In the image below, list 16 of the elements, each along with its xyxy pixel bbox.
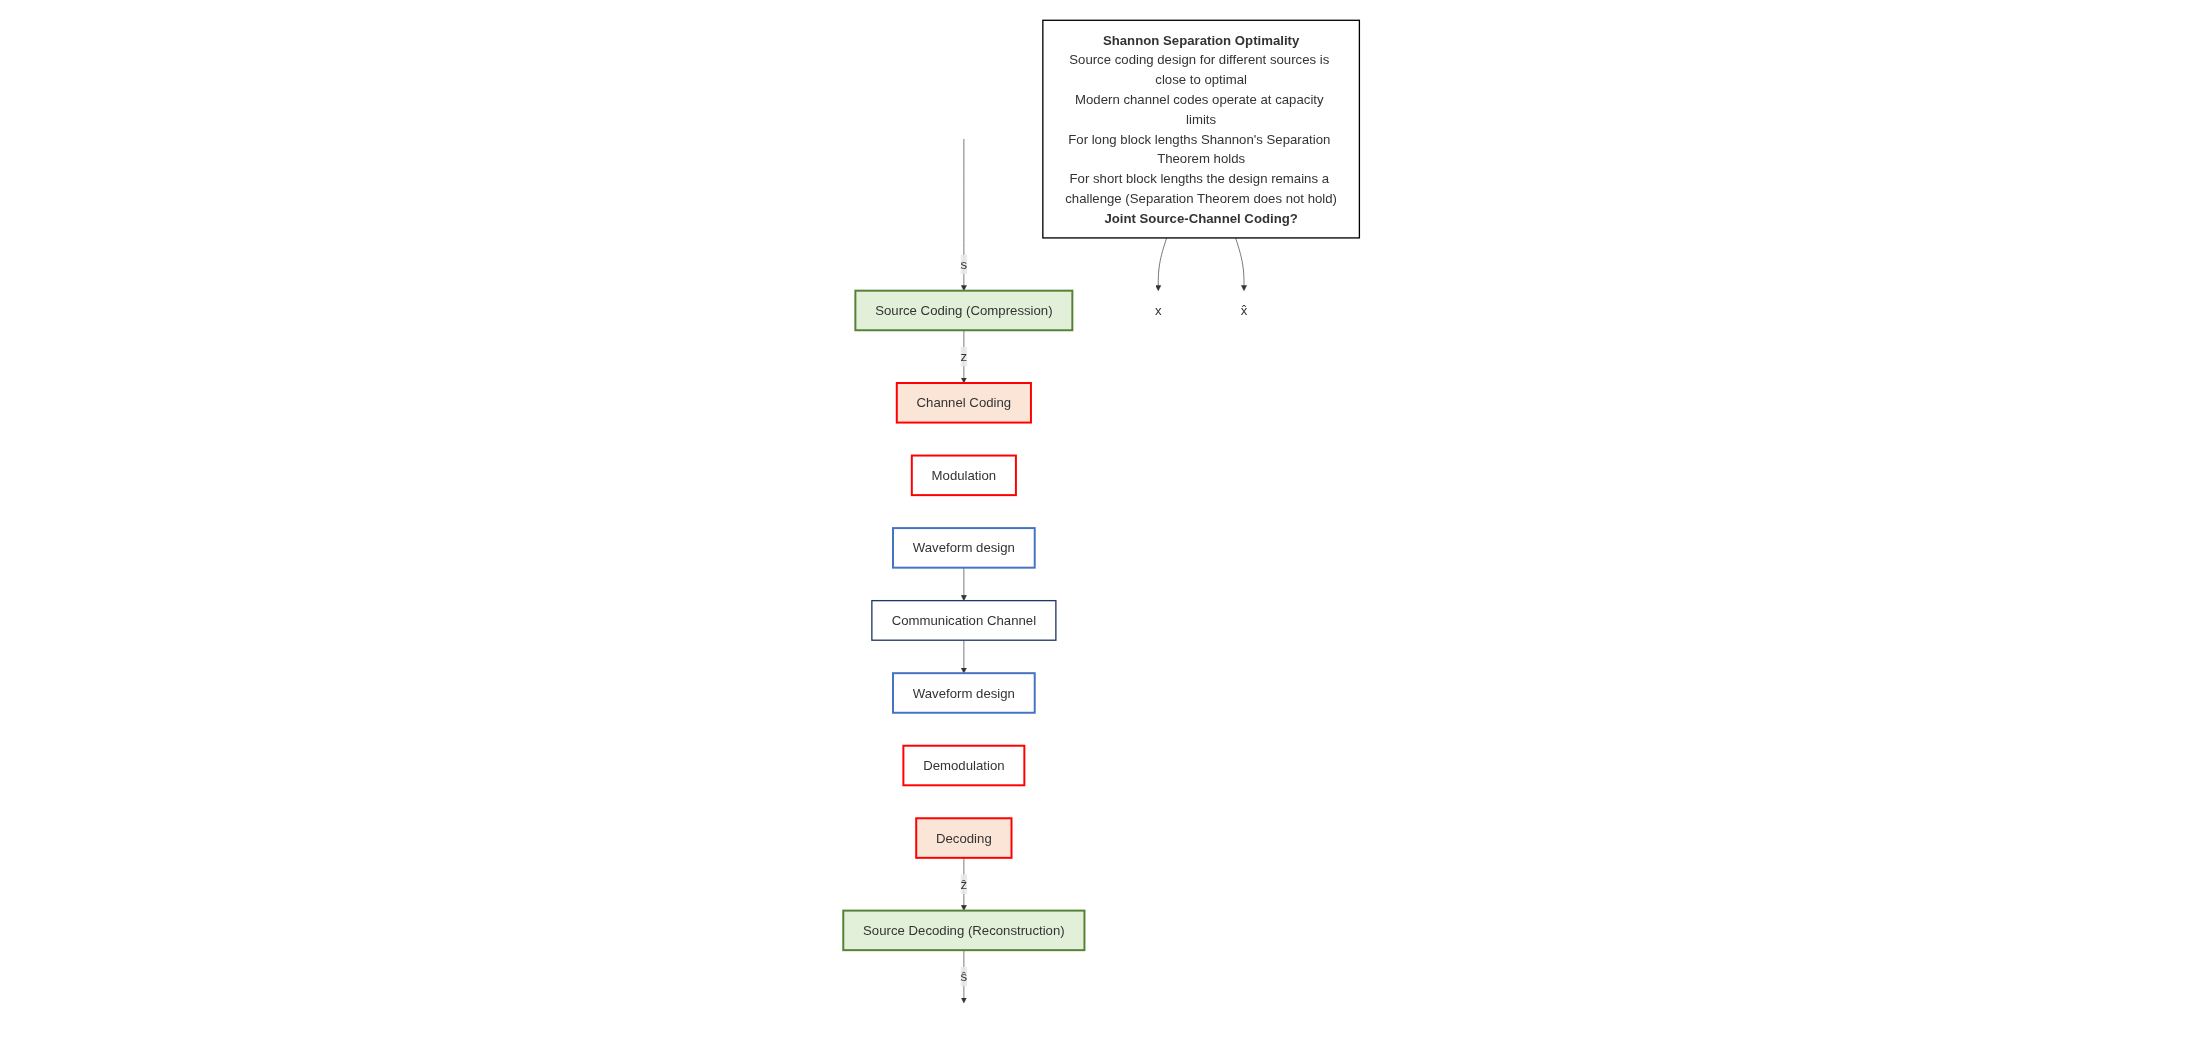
node-box: Modulation xyxy=(911,454,1018,497)
node-box: Decoding xyxy=(915,817,1013,859)
node-text: x xyxy=(1155,303,1162,318)
edge-label: s xyxy=(960,257,968,272)
node-box: Waveform design xyxy=(892,672,1036,714)
edge-label: z xyxy=(960,349,968,364)
node-text: x̂ xyxy=(1240,303,1248,318)
edge-label: ẑ xyxy=(960,876,968,892)
edge-label: ŝ xyxy=(960,969,968,984)
node-box: Source Decoding (Reconstruction) xyxy=(842,909,1086,952)
node-box: Waveform design xyxy=(892,527,1036,569)
node-box: Channel Coding xyxy=(895,382,1033,424)
node-box: Source Coding (Compression) xyxy=(854,289,1074,332)
node-box: Demodulation xyxy=(902,744,1026,787)
node-box: Communication Channel xyxy=(871,600,1057,641)
node-box: Shannon Separation Optimality Source coding design for different sources is close to optimal Modern channel codes operate at capacity limits For long block lengths Shannon's Separation Theorem holds For short block lengths the design remains a challenge (Separation Theorem does not hold) Joint Source-Channel Coding? xyxy=(1042,19,1361,239)
